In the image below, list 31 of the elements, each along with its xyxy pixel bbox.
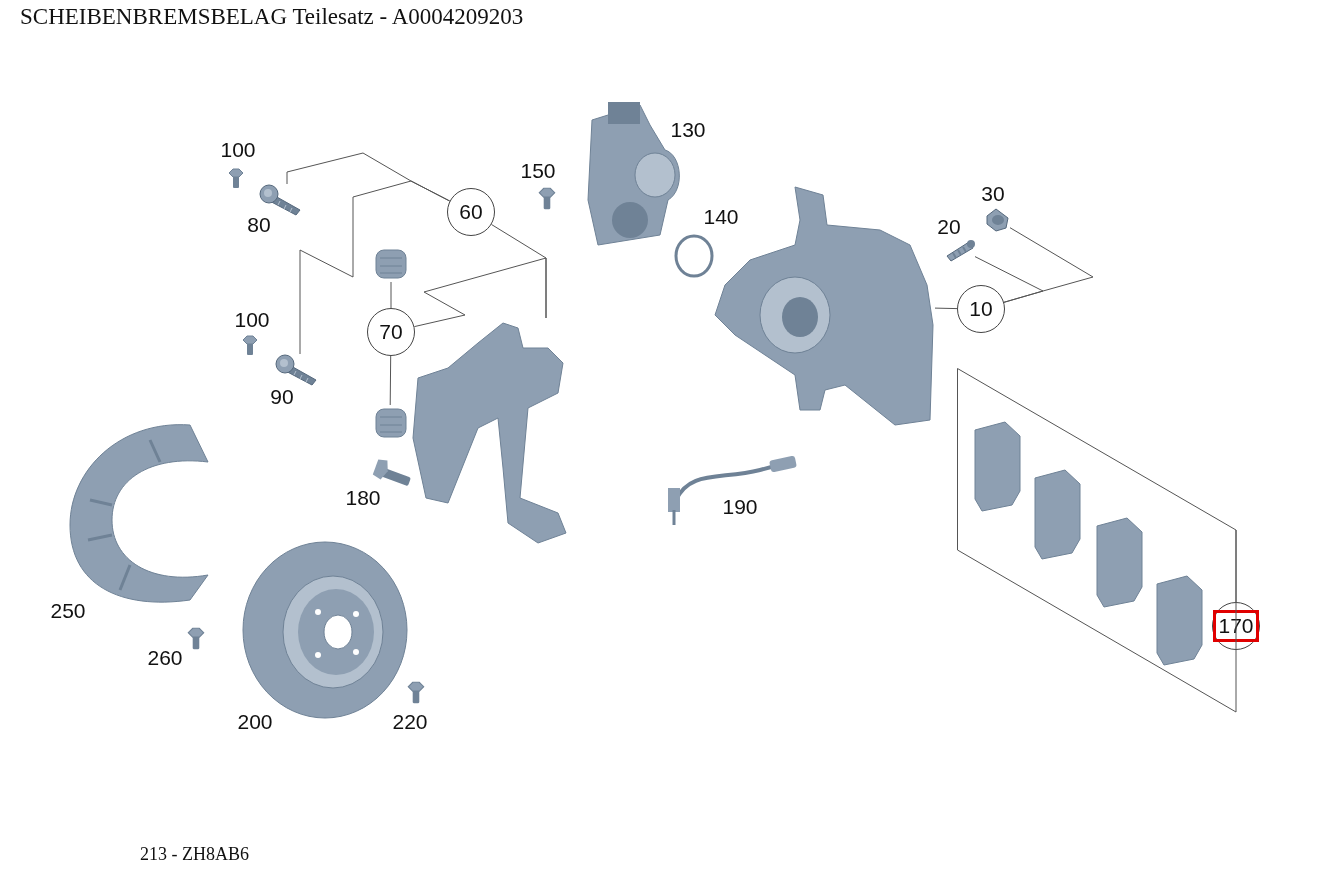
callout-number: 170 [1213,610,1259,642]
leader-line [413,257,547,328]
caption: 213 - ZH8AB6 [140,844,249,865]
callout-number: 190 [722,495,758,519]
callout-number: 250 [50,599,86,623]
leader-line [299,180,451,355]
leader-line [934,307,958,310]
callout-number: 200 [237,710,273,734]
callout-number: 10 [968,296,994,322]
callout-number: 20 [937,215,961,239]
callout-number: 140 [703,205,739,229]
callout-number: 80 [247,213,271,237]
callout-circle [957,285,1005,333]
callout-number: 100 [234,308,270,332]
callout-number: 60 [458,199,484,225]
callout-circle [1212,602,1260,650]
callout-number: 180 [345,486,381,510]
callout-number: 100 [220,138,256,162]
callout-number: 260 [147,646,183,670]
callout-circle [447,188,495,236]
title: SCHEIBENBREMSBELAG Teilesatz - A0004209203 [20,4,524,30]
callout-number: 30 [981,182,1005,206]
callout-circle [367,308,415,356]
callout-number: 220 [392,710,428,734]
leader-line [390,281,392,309]
callout-number: 150 [520,159,556,183]
leader-line [389,355,392,406]
callout-number: 90 [270,385,294,409]
callout-number: 70 [378,319,404,345]
callout-number: 130 [670,118,706,142]
leader-line [1003,227,1094,303]
